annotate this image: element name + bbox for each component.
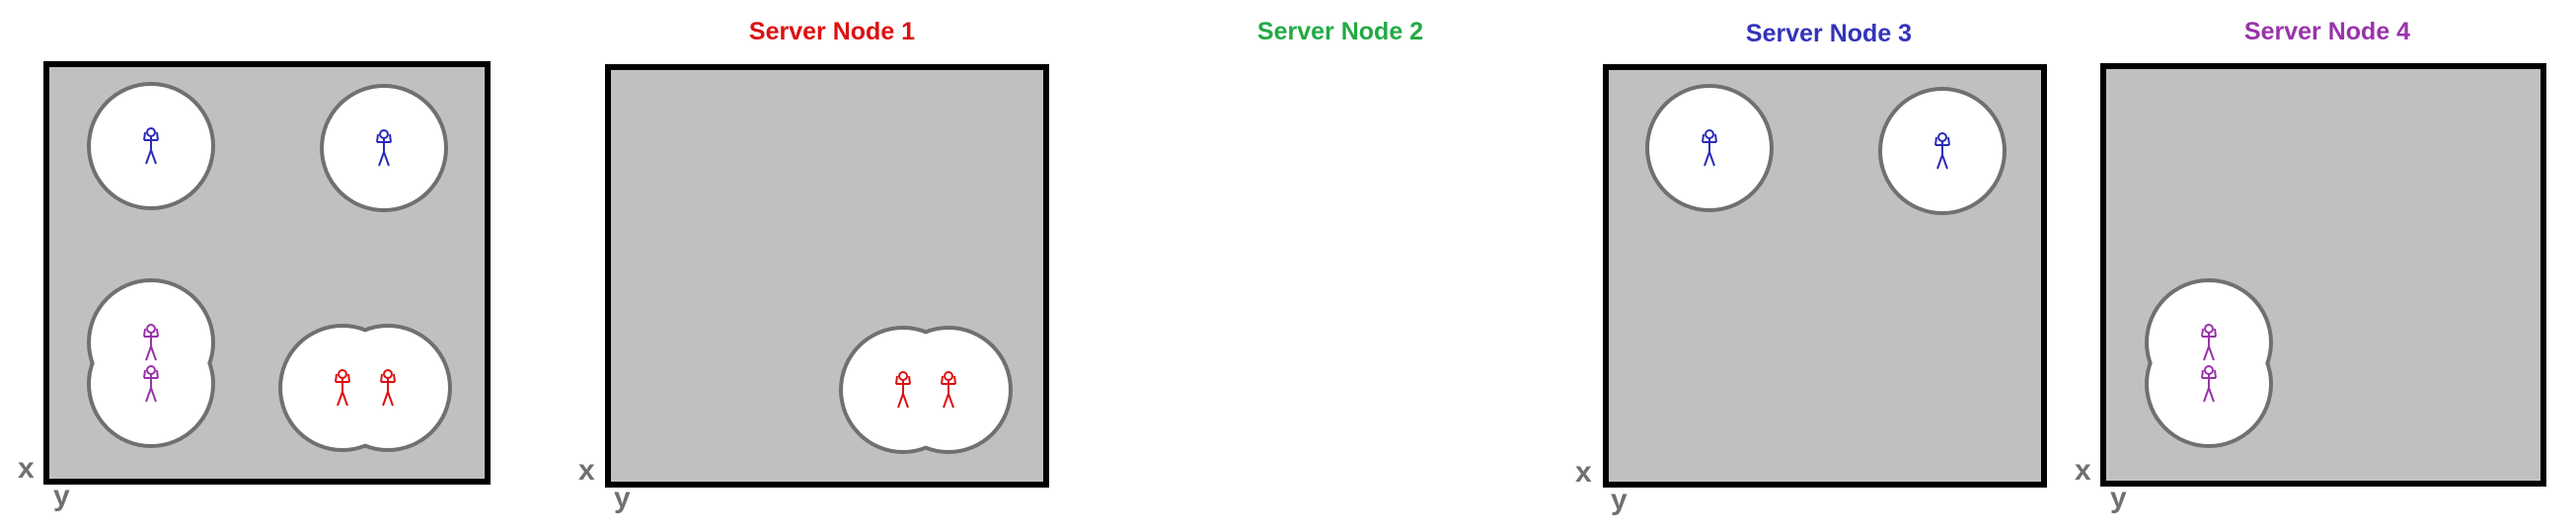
- server-node-1-title: Server Node 1: [748, 18, 916, 45]
- y-axis-label: y: [1611, 484, 1628, 516]
- y-axis-label: y: [614, 482, 631, 514]
- server-node-4-title: Server Node 4: [2243, 18, 2411, 45]
- player-icon: [1702, 129, 1717, 167]
- player-icon: [335, 369, 350, 407]
- x-axis-label: x: [1575, 456, 1592, 489]
- player-group-bubble: [87, 278, 215, 448]
- server-node-3-title: Server Node 3: [1745, 20, 1913, 47]
- player-icon: [941, 371, 956, 409]
- y-axis-label: y: [53, 480, 70, 512]
- player-icon: [143, 324, 159, 361]
- x-axis-label: x: [18, 452, 35, 485]
- player-icon: [2201, 324, 2217, 361]
- player-icon: [376, 129, 392, 167]
- player-icon: [143, 365, 159, 403]
- player-group-bubble: [2145, 278, 2273, 448]
- player-icon: [2201, 365, 2217, 403]
- player-icon: [895, 371, 911, 409]
- x-axis-label: x: [578, 454, 595, 487]
- player-icon: [1934, 132, 1950, 170]
- server-node-2-title: Server Node 2: [1256, 18, 1424, 45]
- player-icon: [380, 369, 396, 407]
- x-axis-label: x: [2075, 454, 2091, 487]
- player-icon: [143, 127, 159, 165]
- y-axis-label: y: [2110, 482, 2127, 514]
